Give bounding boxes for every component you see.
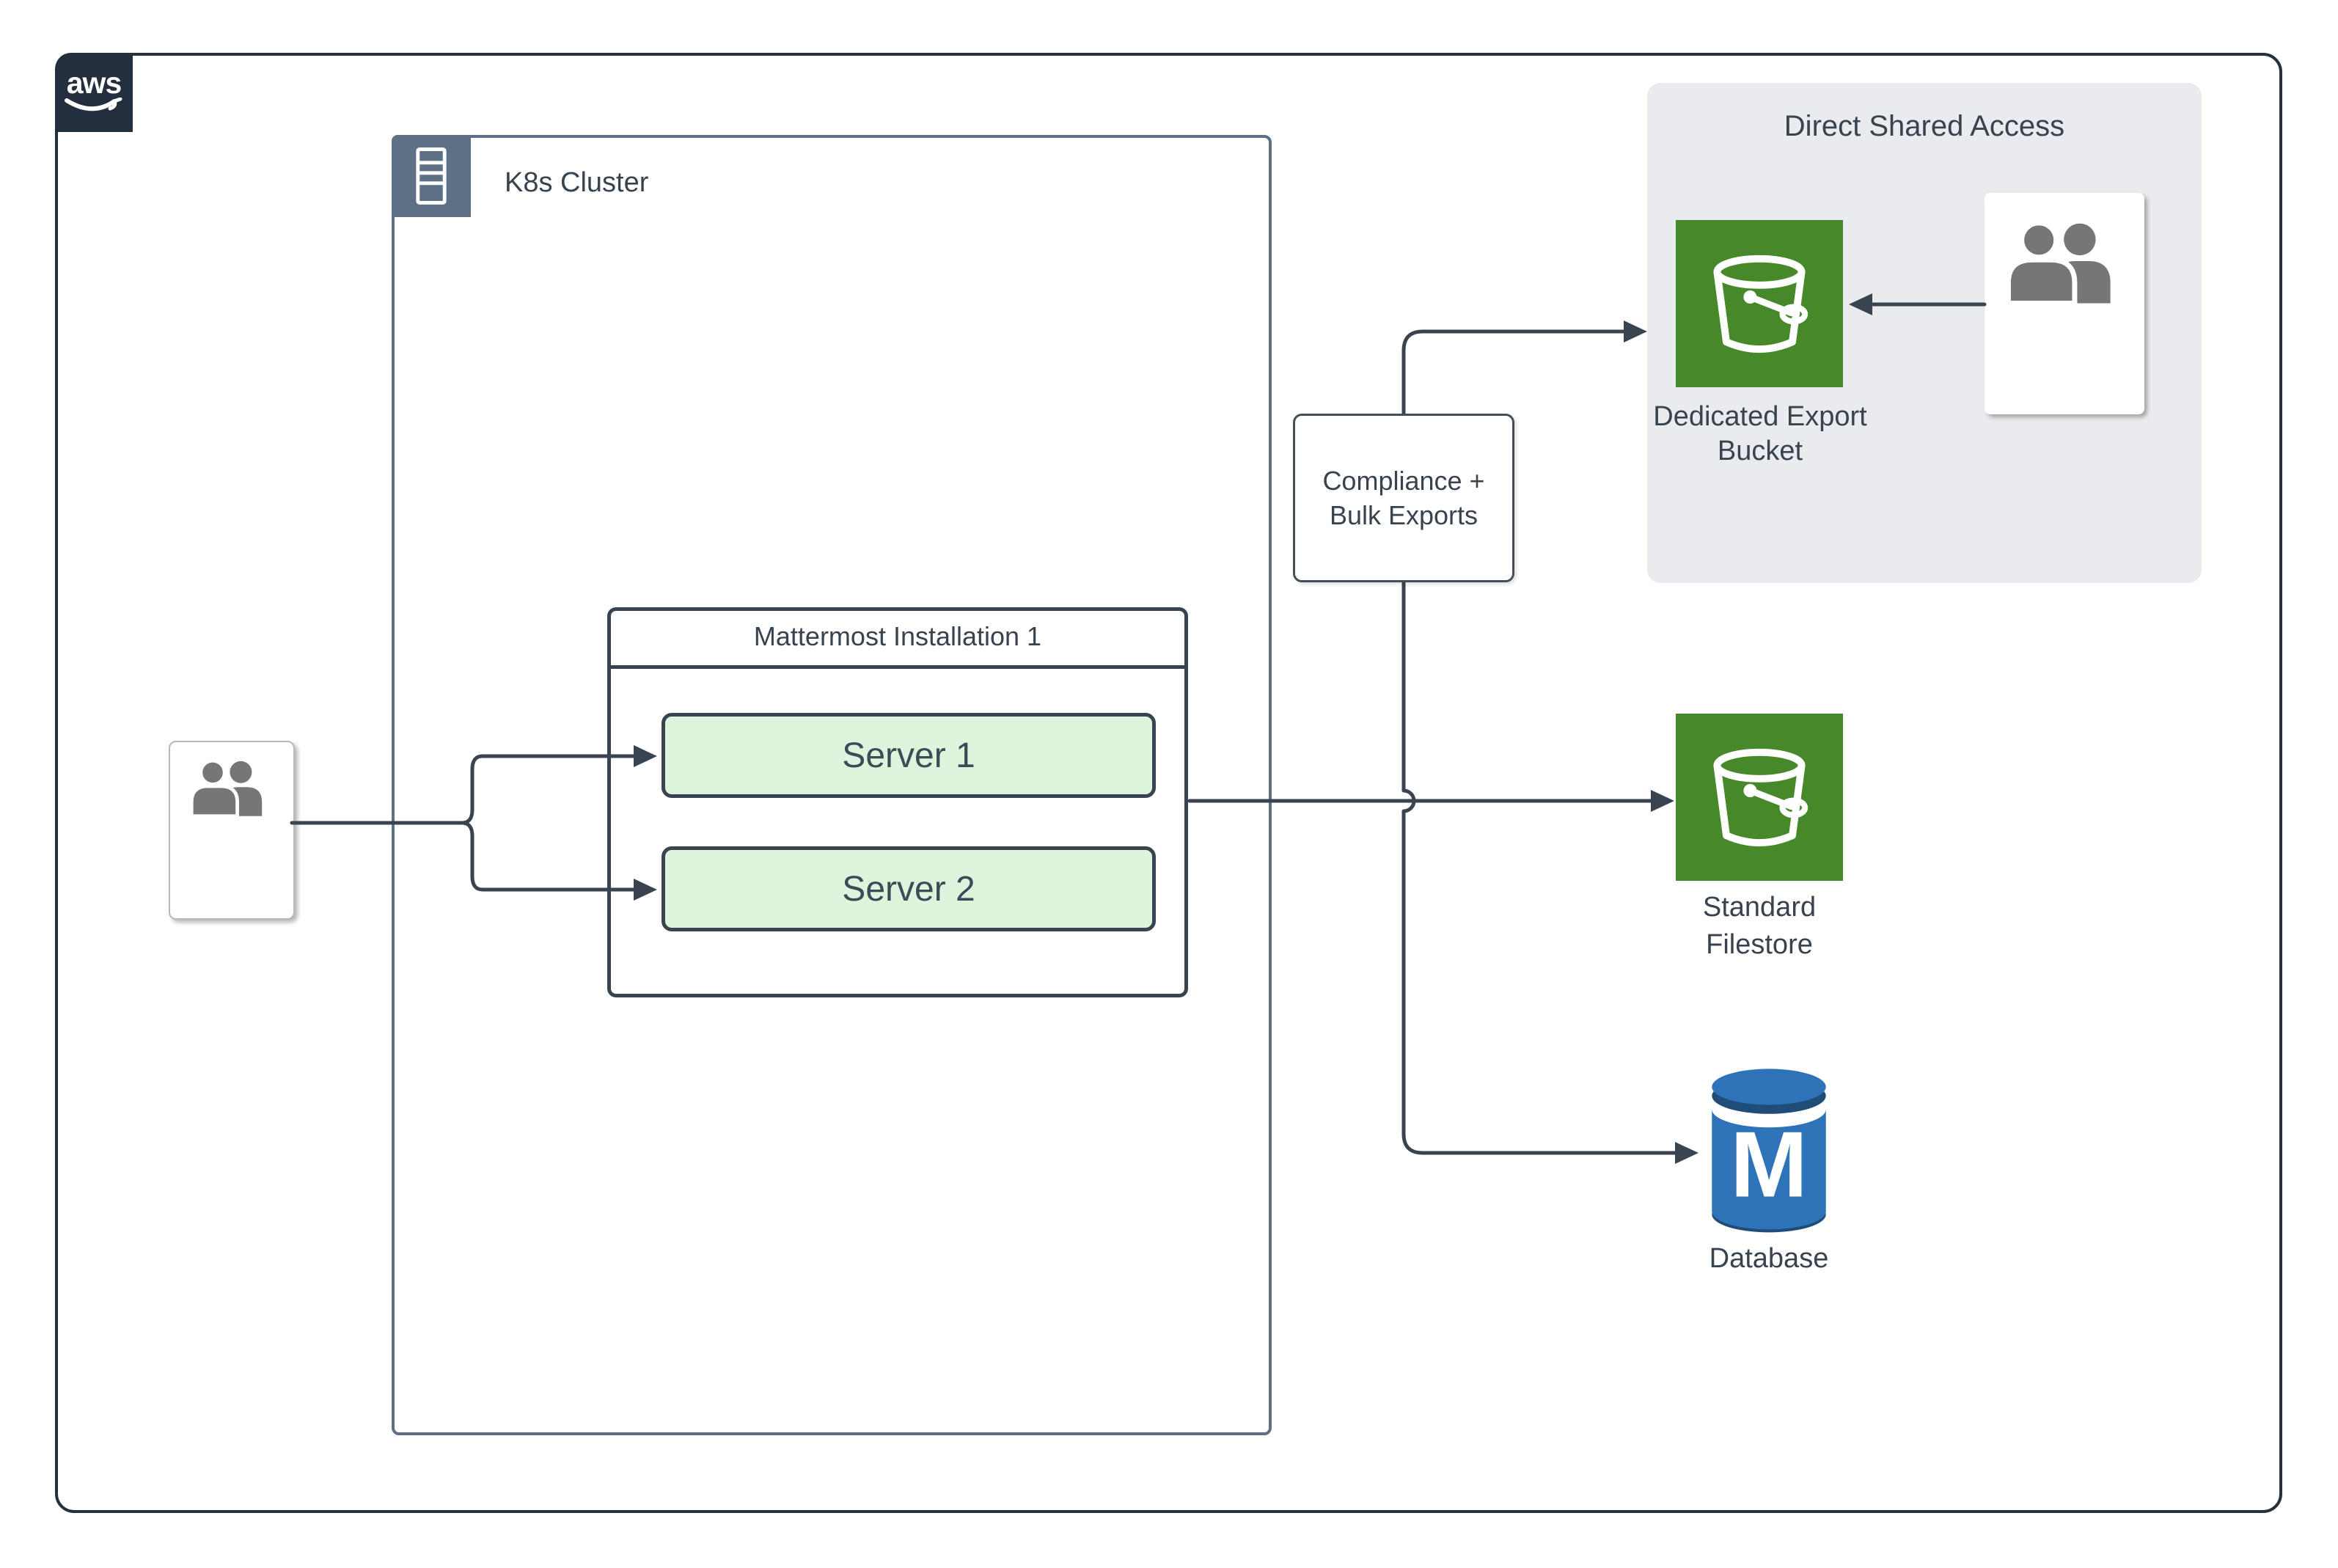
aws-logo: aws <box>55 53 133 132</box>
mattermost-installation-box <box>607 607 1188 997</box>
s3-bucket-icon <box>1713 748 1809 847</box>
database-node: M <box>1703 1067 1835 1240</box>
aws-logo-text: aws <box>66 66 122 100</box>
dedicated-export-bucket-node <box>1676 220 1843 387</box>
server-rack-icon <box>416 147 447 205</box>
compliance-label-line2: Bulk Exports <box>1329 500 1478 530</box>
compliance-bulk-exports-node: Compliance + Bulk Exports <box>1293 414 1514 582</box>
standard-filestore-label: Standard Filestore <box>1635 889 1884 964</box>
dedicated-export-bucket-label-line1: Dedicated Export <box>1653 401 1867 432</box>
k8s-cluster-label: K8s Cluster <box>505 167 649 198</box>
direct-shared-access-title: Direct Shared Access <box>1784 110 2065 142</box>
s3-bucket-icon <box>1713 254 1809 353</box>
compliance-label-line1: Compliance + <box>1322 466 1485 496</box>
diagram-outer-border <box>55 53 2282 1513</box>
k8s-cluster-box <box>392 135 1272 1435</box>
dedicated-export-bucket-label-line2: Bucket <box>1717 436 1803 466</box>
server-1-node: Server 1 <box>662 713 1156 798</box>
server-1-label: Server 1 <box>842 736 975 775</box>
standard-filestore-node <box>1676 714 1843 881</box>
database-label: Database <box>1709 1243 1829 1274</box>
database-monogram: M <box>1730 1112 1808 1216</box>
standard-filestore-label-line1: Standard <box>1702 892 1817 923</box>
users-icon <box>186 758 274 821</box>
aws-smile-icon <box>65 98 122 111</box>
server-2-label: Server 2 <box>842 869 975 909</box>
mattermost-installation-title: Mattermost Installation 1 <box>607 607 1188 669</box>
k8s-cluster-badge <box>392 135 471 217</box>
database-cylinder-icon: M <box>1712 1069 1826 1233</box>
workspace-admins-icon <box>2001 220 2128 311</box>
dedicated-export-bucket-label: Dedicated Export Bucket <box>1635 400 1885 469</box>
standard-filestore-label-line2: Filestore <box>1706 929 1813 960</box>
server-2-node: Server 2 <box>662 846 1156 931</box>
